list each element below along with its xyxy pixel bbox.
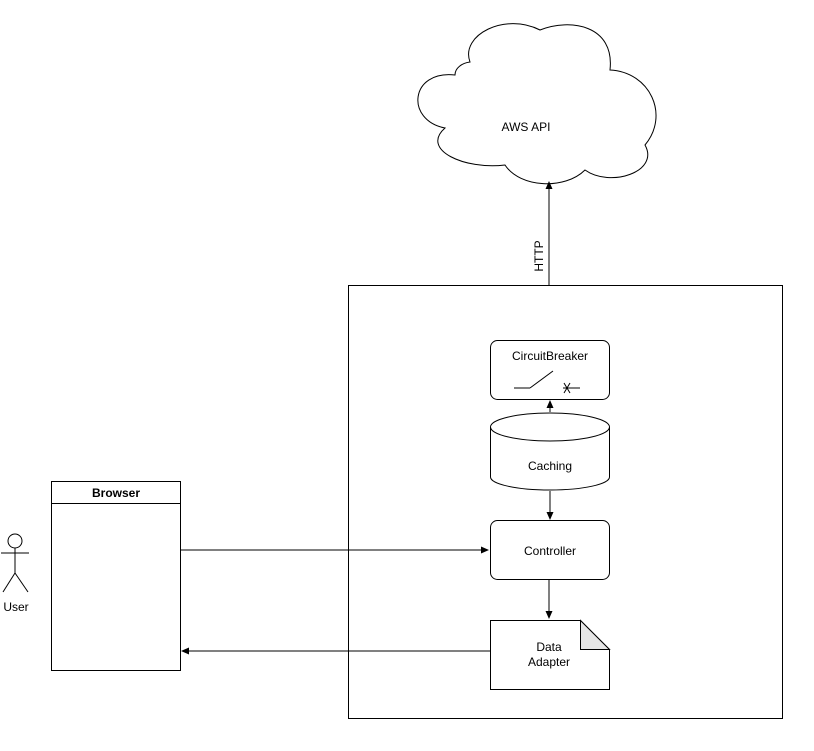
- circuit-breaker-node: CircuitBreaker: [490, 340, 610, 400]
- http-edge: HTTP: [532, 181, 553, 285]
- circuit-breaker-label: CircuitBreaker: [512, 349, 588, 363]
- user-label: User: [3, 600, 28, 614]
- aws-api-label: AWS API: [502, 120, 551, 134]
- browser-title: Browser: [92, 486, 140, 500]
- http-label: HTTP: [532, 240, 546, 271]
- data-adapter-label-line1: Data: [536, 640, 562, 654]
- data-adapter-note: [490, 620, 610, 690]
- user-icon: [1, 533, 29, 593]
- caching-cylinder: [490, 427, 610, 491]
- caching-node: Caching: [490, 412, 610, 491]
- switch-icon: [514, 370, 580, 394]
- browser-node: Browser: [51, 481, 181, 671]
- data-adapter-node: Data Adapter: [490, 619, 611, 690]
- controller-box: [490, 520, 610, 580]
- aws-api-cloud: AWS API: [417, 23, 657, 185]
- caching-label: Caching: [528, 459, 572, 473]
- controller-node: Controller: [490, 520, 610, 580]
- data-adapter-label-line2: Adapter: [528, 655, 570, 669]
- browser-box: [51, 481, 181, 671]
- user-actor: User: [1, 533, 29, 614]
- controller-label: Controller: [524, 544, 576, 558]
- caching-cylinder-top: [490, 412, 610, 442]
- cloud-shape: [417, 23, 657, 185]
- circuit-breaker-box: [490, 340, 610, 400]
- data-adapter-note-fold: [580, 619, 611, 650]
